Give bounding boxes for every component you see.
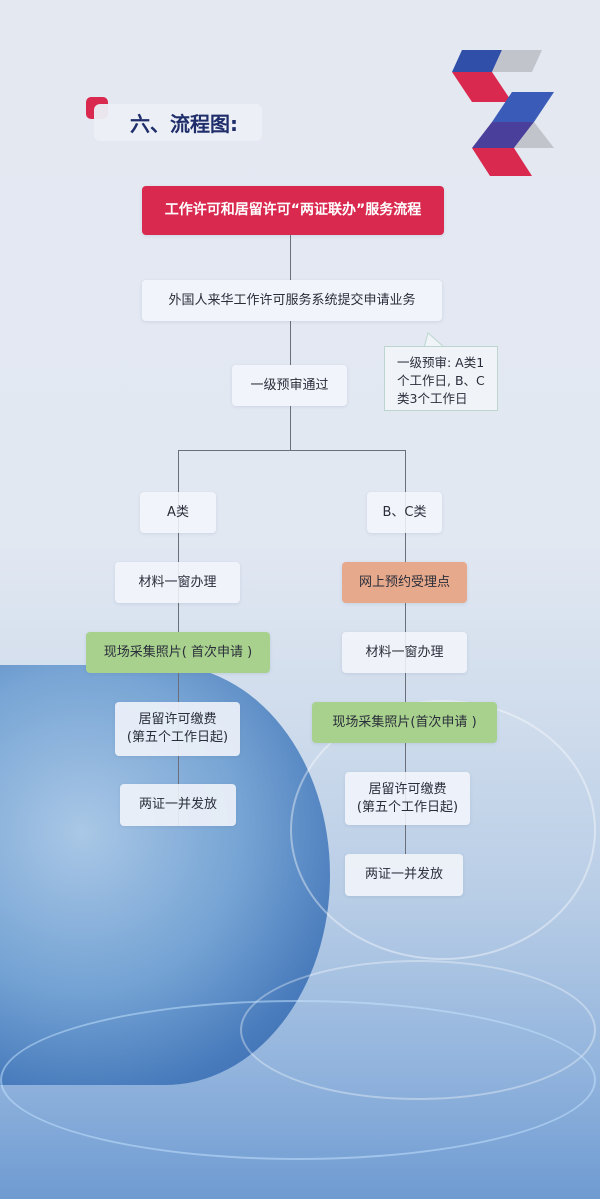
decorative-swirl	[0, 1000, 596, 1160]
connector	[290, 235, 291, 280]
bc-step-issue: 两证一并发放	[345, 854, 463, 896]
a-step-issue: 两证一并发放	[120, 784, 236, 826]
section-title: 六、流程图:	[130, 112, 238, 136]
branch-bc-label: B、C类	[367, 492, 442, 533]
a-step-fee: 居留许可缴费 (第五个工作日起)	[115, 702, 240, 756]
decorative-swirl	[290, 700, 596, 960]
section-title-bg	[94, 104, 262, 141]
bc-step-appointment: 网上预约受理点	[342, 562, 467, 603]
connector	[290, 406, 291, 450]
bc-step-fee: 居留许可缴费 (第五个工作日起)	[345, 772, 470, 825]
a-step-materials: 材料一窗办理	[115, 562, 240, 603]
step-submit: 外国人来华工作许可服务系统提交申请业务	[142, 280, 442, 321]
a-step-photo: 现场采集照片( 首次申请 )	[86, 632, 270, 673]
connector	[178, 450, 405, 451]
bc-step-materials: 材料一窗办理	[342, 632, 467, 673]
branch-a-label: A类	[140, 492, 216, 533]
step-pretrial: 一级预审通过	[232, 365, 347, 406]
bc-step-photo: 现场采集照片(首次申请 )	[312, 702, 497, 743]
header-box: 工作许可和居留许可“两证联办”服务流程	[142, 186, 444, 235]
connector	[290, 321, 291, 365]
note-callout: 一级预审: A类1个工作日, B、C类3个工作日	[384, 346, 498, 411]
brand-logo-icon	[452, 50, 554, 176]
